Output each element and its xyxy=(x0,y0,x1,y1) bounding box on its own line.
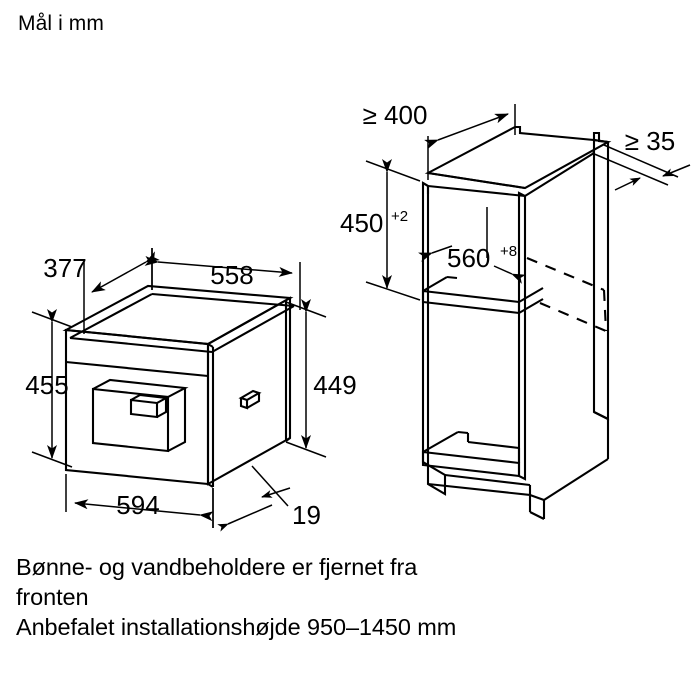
page-title: Mål i mm xyxy=(18,12,104,35)
appliance-side-face xyxy=(206,296,292,488)
cabinet-drawing: ≥ 400 ≥ 35 450 +2 xyxy=(340,100,691,520)
dimension-377-label: 377 xyxy=(43,253,86,283)
cabinet-bottom-shelf xyxy=(421,430,521,478)
dimension-450: 450 +2 xyxy=(340,159,421,301)
dimension-449-label: 449 xyxy=(313,370,356,400)
cabinet-top-panel xyxy=(424,125,612,190)
dimension-377: 377 xyxy=(43,248,160,334)
dimension-449: 449 xyxy=(285,299,357,458)
dimension-558-label: 558 xyxy=(210,260,253,290)
cabinet-top-opening xyxy=(426,152,595,198)
footer-notes: Bønne- og vandbeholdere er fjernet fra f… xyxy=(16,552,696,642)
dimension-560: 560 +8 xyxy=(418,207,526,284)
footer-line-3: Anbefalet installationshøjde 950–1450 mm xyxy=(16,614,457,640)
dimension-455-label: 455 xyxy=(25,370,68,400)
appliance-front-face xyxy=(64,328,210,486)
dimension-min-400-label: ≥ 400 xyxy=(363,100,428,130)
dimension-450-tolerance: +2 xyxy=(391,208,408,225)
cabinet-hidden-edges xyxy=(526,257,608,332)
dimension-450-label: 450 xyxy=(340,208,383,238)
cabinet-right-side-panel xyxy=(592,138,610,421)
dimension-558: 558 xyxy=(144,248,301,310)
cabinet-left-upright xyxy=(421,181,430,467)
footer-line-1: Bønne- og vandbeholdere er fjernet fra xyxy=(16,554,418,580)
dimension-19-label: 19 xyxy=(292,500,321,530)
footer-line-2: fronten xyxy=(16,584,89,610)
cabinet-plinth xyxy=(426,419,610,520)
dimension-594: 594 xyxy=(65,474,214,528)
dimension-min-35: ≥ 35 xyxy=(591,126,691,191)
cabinet-shelf xyxy=(421,275,544,315)
dimension-min-35-label: ≥ 35 xyxy=(625,126,675,156)
dimension-560-tolerance: +8 xyxy=(500,243,517,260)
dispenser-recess xyxy=(91,378,189,453)
dimension-560-label: 560 xyxy=(447,243,490,273)
dimension-594-label: 594 xyxy=(116,490,159,520)
dimension-455: 455 xyxy=(25,309,73,468)
appliance-drawing: 377 558 455 449 xyxy=(25,248,357,532)
dimension-19: 19 xyxy=(212,465,321,532)
dimension-min-400: ≥ 400 xyxy=(363,100,516,180)
cabinet-front-right-upright xyxy=(517,191,527,481)
